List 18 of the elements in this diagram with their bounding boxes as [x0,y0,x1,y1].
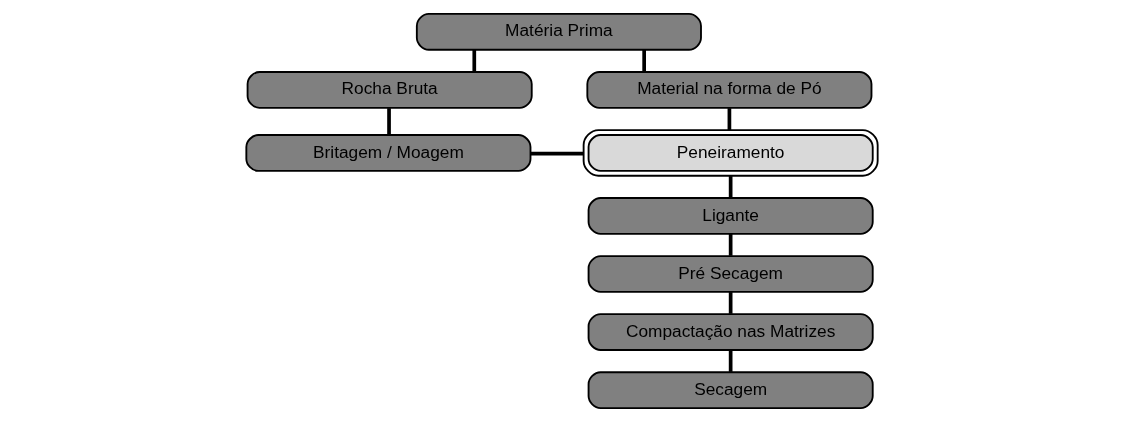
connector [728,233,733,256]
node-box: Pré Secagem [587,254,874,293]
connector [728,291,733,314]
connector [642,49,646,72]
connector [387,107,391,135]
node-box: Compactação nas Matrizes [587,312,874,351]
node-box: Rocha Bruta [246,70,533,109]
node-box: Peneiramento [582,128,879,177]
node-box: Material na forma de Pó [586,70,873,109]
connector [728,349,733,372]
node-box: Britagem / Moagem [245,133,532,172]
connector [728,175,733,198]
connector [727,107,732,130]
connector [472,49,477,72]
node-box: Ligante [587,196,874,235]
connector [530,151,584,155]
node-box: Matéria Prima [415,12,702,51]
node-box: Secagem [587,370,874,409]
